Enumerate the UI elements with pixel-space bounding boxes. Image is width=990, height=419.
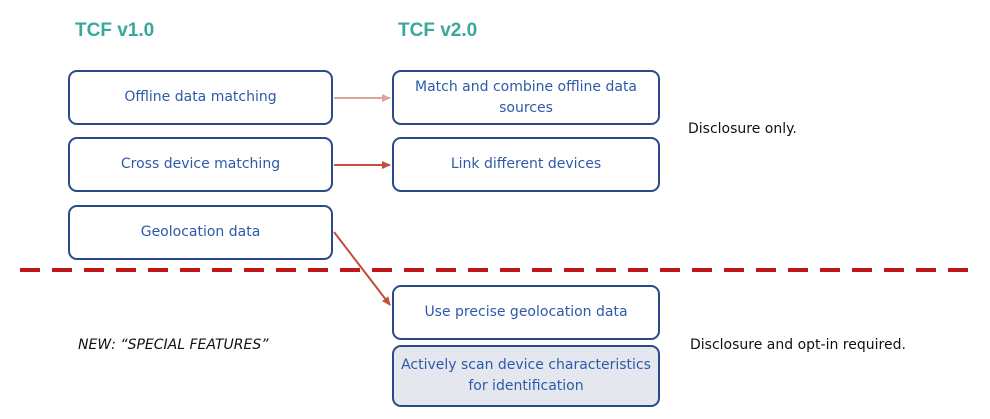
v1-cross-device-matching-box: Cross device matching (68, 137, 333, 192)
v2-link-devices-label: Link different devices (450, 156, 602, 172)
v2-precise-geolocation-box: Use precise geolocation data (392, 285, 660, 340)
v2-active-scan-box: Actively scan device characteristics for… (392, 345, 660, 407)
v2-match-combine-offline-box: Match and combine offline data sources (392, 70, 660, 125)
v2-precise-geolocation-label: Use precise geolocation data (424, 304, 628, 320)
disclosure-only-note: Disclosure only. (688, 121, 797, 137)
v1-offline-data-matching-label: Offline data matching (124, 89, 277, 105)
disclosure-optin-note: Disclosure and opt-in required. (690, 337, 906, 353)
v2-active-scan-label: Actively scan device characteristics for… (401, 357, 651, 394)
arrow-geolocation-to-precise (333, 231, 391, 306)
heading-tcf-v2: TCF v2.0 (398, 20, 478, 41)
special-features-label: NEW: “SPECIAL FEATURES” (78, 337, 269, 353)
v1-geolocation-data-box: Geolocation data (68, 205, 333, 260)
v2-match-combine-offline-label: Match and combine offline data sources (414, 78, 638, 116)
heading-tcf-v1: TCF v1.0 (75, 20, 155, 41)
v1-geolocation-data-label: Geolocation data (140, 224, 261, 240)
v1-offline-data-matching-box: Offline data matching (68, 70, 333, 125)
v2-link-devices-box: Link different devices (392, 137, 660, 192)
v1-cross-device-matching-label: Cross device matching (120, 156, 281, 172)
